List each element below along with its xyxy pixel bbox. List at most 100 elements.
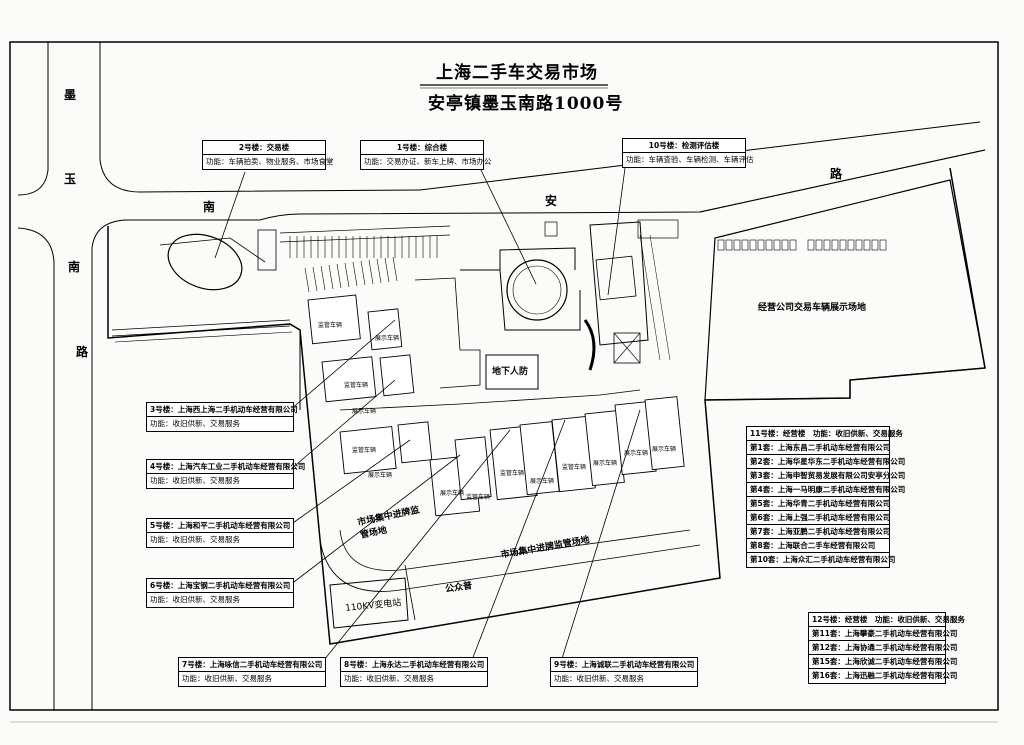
lot-marker	[781, 239, 789, 251]
lot-marker	[741, 239, 749, 251]
b12-tenant-row: 第11套：上海攀豪二手机动车经营有限公司	[809, 627, 957, 641]
frame-border	[9, 41, 999, 711]
building-block	[379, 354, 415, 397]
block-label: 展示车辆	[624, 450, 649, 457]
showroom-lot	[704, 179, 986, 401]
lot-marker	[871, 239, 879, 251]
b11-tenant-row: 第6套：上海上强二手机动车经营有限公司	[747, 511, 890, 525]
building-8-callout: 8号楼：上海永达二手机动车经营有限公司 功能：收旧供新、交易服务	[340, 657, 488, 687]
building-5-function: 功能：收旧供新、交易服务	[150, 535, 240, 544]
b11-tenant-row: 第3套：上海申智贸易发展有限公司安亭分公司	[747, 469, 905, 483]
building-10-function: 功能：车辆查验、车辆检测、车辆评估	[626, 155, 754, 164]
building-12-callout: 12号楼：经营楼 功能：收旧供新、交易服务 第11套：上海攀豪二手机动车经营有限…	[808, 612, 965, 684]
block-label: 展示车辆	[440, 490, 465, 497]
building-6-function: 功能：收旧供新、交易服务	[150, 595, 240, 604]
underground-box	[485, 354, 539, 390]
road-label-left-3: 南	[68, 260, 81, 274]
b11-tenant-row: 第10套：上海众汇二手机动车经营有限公司	[750, 555, 896, 564]
block-label: 展示车辆	[593, 460, 618, 467]
building-11-callout: 11号楼：经营楼 功能：收旧供新、交易服务 第1套：上海东昌二手机动车经营有限公…	[746, 426, 905, 568]
block-label: 展示车辆	[652, 446, 677, 453]
road-label-left-1: 墨	[64, 88, 77, 102]
parking-stripe	[328, 264, 334, 290]
building-3-title: 3号楼：上海西上海二手机动车经营有限公司	[147, 403, 298, 417]
building-8-function: 功能：收旧供新、交易服务	[344, 674, 434, 683]
lot-marker	[757, 239, 765, 251]
road-label-left-4: 路	[76, 345, 89, 359]
lot-marker	[879, 239, 887, 251]
underground-label: 地下人防	[492, 367, 529, 377]
lot-marker	[807, 239, 815, 251]
building-10-callout: 10号楼：检测评估楼 功能：车辆查验、车辆检测、车辆评估	[622, 138, 754, 168]
block-label: 展示车辆	[368, 472, 393, 479]
parking-stripe	[336, 263, 342, 289]
lot-marker	[733, 239, 741, 251]
building-4-title: 4号楼：上海汽车工业二手机动车经营有限公司	[147, 460, 305, 474]
parking-stripe	[304, 267, 310, 293]
lot-marker	[855, 239, 863, 251]
building-5-callout: 5号楼：上海和平二手机动车经营有限公司 功能：收旧供新、交易服务	[146, 518, 294, 548]
building-2-function: 功能：车辆拍卖、物业服务、市场食堂	[206, 157, 334, 166]
b11-tenant-row: 第5套：上海华青二手机动车经营有限公司	[747, 497, 890, 511]
b11-tenant-row: 第4套：上海一马明康二手机动车经营有限公司	[747, 483, 905, 497]
building-7-title: 7号楼：上海咏信二手机动车经营有限公司	[179, 658, 325, 672]
building-3-callout: 3号楼：上海西上海二手机动车经营有限公司 功能：收旧供新、交易服务	[146, 402, 298, 432]
building-6-callout: 6号楼：上海宝钢二手机动车经营有限公司 功能：收旧供新、交易服务	[146, 578, 294, 608]
road-label-top-1: 南	[203, 200, 216, 214]
left-road-edge-2	[17, 227, 55, 710]
building-11-title: 11号楼：经营楼 功能：收旧供新、交易服务	[747, 427, 903, 441]
building-2-ellipse	[167, 233, 243, 291]
parking-stripe	[384, 257, 390, 283]
parking-stripe	[344, 262, 350, 288]
showroom-lot-label: 经营公司交易车辆展示场地	[758, 303, 867, 313]
lot-marker	[847, 239, 855, 251]
map-title-line1: 上海二手车交易市场	[436, 63, 598, 83]
lot-marker	[765, 239, 773, 251]
lot-marker	[773, 239, 781, 251]
building-8-title: 8号楼：上海永达二手机动车经营有限公司	[341, 658, 487, 672]
lot-marker	[863, 239, 871, 251]
b11-tenant-row: 第1套：上海东昌二手机动车经营有限公司	[747, 441, 890, 455]
lot-marker	[749, 239, 757, 251]
parking-stripe	[360, 260, 366, 286]
block-label: 展示车辆	[530, 478, 555, 485]
building-block	[367, 308, 403, 351]
building-block	[644, 396, 685, 471]
b12-tenant-row: 第15套：上海欣诚二手机动车经营有限公司	[809, 655, 957, 669]
building-block	[321, 356, 377, 403]
road-label-left-2: 玉	[64, 172, 77, 186]
block-label: 监管车辆	[466, 494, 491, 501]
lot-marker	[831, 239, 839, 251]
building-9-title: 9号楼：上海诚联二手机动车经营有限公司	[551, 658, 697, 672]
block-label: 监管车辆	[500, 470, 525, 477]
building-7-callout: 7号楼：上海咏信二手机动车经营有限公司 功能：收旧供新、交易服务	[178, 657, 326, 687]
leader-lines	[214, 167, 641, 666]
top-road-edge-2	[259, 149, 986, 221]
parking-stripe	[376, 258, 382, 284]
building-1-callout: 1号楼：综合楼 功能：交易办证、新车上牌、市场办公	[360, 140, 492, 170]
substation-outline	[329, 577, 409, 629]
building-12-title: 12号楼：经营楼 功能：收旧供新、交易服务	[809, 613, 965, 627]
left-road-edge-1	[17, 42, 49, 196]
building-10-title: 10号楼：检测评估楼	[623, 139, 745, 153]
block-label: 监管车辆	[318, 322, 343, 329]
b11-tenant-row: 第7套：上海亚鹏二手机动车经营有限公司	[747, 525, 890, 539]
parking-stripe	[312, 266, 318, 292]
block-label: 监管车辆	[352, 447, 377, 454]
building-4-callout: 4号楼：上海汽车工业二手机动车经营有限公司 功能：收旧供新、交易服务	[146, 459, 305, 489]
b11-tenant-row: 第8套：上海联合二手车经营有限公司	[747, 539, 889, 553]
road-label-top-3: 路	[830, 167, 843, 181]
building-block	[307, 294, 361, 345]
parking-stripes-top	[279, 225, 451, 243]
b12-tenant-row: 第16套：上海迅融二手机动车经营有限公司	[812, 671, 958, 680]
left-road-edge-3	[99, 42, 421, 193]
building-2-callout: 2号楼：交易楼 功能：车辆拍卖、物业服务、市场食堂	[202, 140, 334, 170]
building-5-title: 5号楼：上海和平二手机动车经营有限公司	[147, 519, 293, 533]
lot-marker	[725, 239, 733, 251]
parking-stripe	[320, 265, 326, 291]
building-1-circle	[506, 259, 568, 321]
parking-stripe	[368, 259, 374, 285]
building-block	[454, 436, 492, 501]
